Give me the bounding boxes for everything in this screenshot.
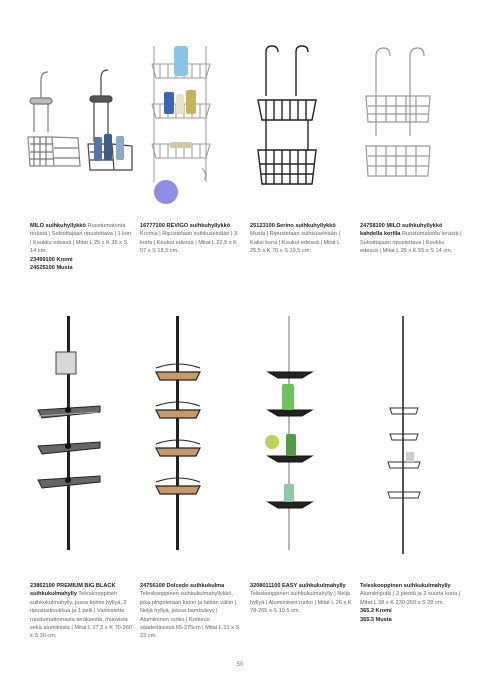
product-code: 365.3 Musta: [360, 616, 392, 623]
product-image-telescopic-corner: [387, 316, 421, 554]
product-text: Teleskooppinen suihkukulmahylly, jossa k…: [30, 591, 132, 640]
product-text: Ruostumatonta terästä | Sekoittajaan rip…: [360, 231, 462, 255]
product-code: 365.2 Kromi: [360, 608, 392, 615]
product-code: 24525100 Musta: [30, 265, 73, 272]
product-title: Teleskooppinen suihkukulmahylly: [360, 583, 451, 589]
product-description: 25123100 Serino suihkuhyllykkö Musta | R…: [250, 222, 352, 256]
product-text: Teleskooppinen suihkukulmahylly | Neljä …: [250, 591, 352, 615]
product-title: MILO suihkuhyllykkö: [30, 223, 86, 229]
product-image-easy: [265, 316, 314, 550]
product-title: 25123100 Serino suihkuhyllykkö: [250, 223, 336, 229]
product-text: Teleskooppinen suihkukulmahyllykkö, joka…: [140, 591, 240, 640]
product-image-dolcedo: [155, 316, 201, 550]
product-text: Ruostumatonta terästä | Sekoittajaan rip…: [30, 223, 132, 255]
product-image-revigo: [151, 46, 211, 204]
page-number: 50: [236, 662, 244, 668]
product-title: 16777100 REVIGO suihkuhyllykkö: [140, 223, 231, 229]
product-text: Musta | Ripustetaan suihkuseinään | Kaks…: [250, 231, 341, 255]
product-description: 23862100 PREMIUM BIG BLACK suihkukulmahy…: [30, 582, 132, 641]
product-image-serino: [257, 45, 317, 185]
product-description: Teleskooppinen suihkukulmahylly Alumiini…: [360, 582, 462, 624]
product-title: 24758100 MILO suihkuhyllykkö kahdella ko…: [360, 223, 443, 238]
product-title: 3208011100 EASY suihkukulmahylly: [250, 583, 346, 589]
product-description: 24758100 MILO suihkuhyllykkö kahdella ko…: [360, 222, 462, 256]
product-image-premium-big-black: [37, 316, 101, 550]
product-text: Kromia | Ripustetaan suihkuseinään | 3 k…: [140, 231, 238, 255]
product-description: 3208011100 EASY suihkukulmahylly Telesko…: [250, 582, 352, 616]
product-image-milo-double: [365, 47, 431, 177]
product-title: 23862100 PREMIUM BIG BLACK suihkukulmahy…: [30, 583, 116, 598]
product-image-milo-single: [27, 69, 133, 171]
product-title: 24756100 Dolcedo suihkukulma: [140, 583, 225, 589]
product-description: 24756100 Dolcedo suihkukulma Teleskooppi…: [140, 582, 242, 641]
product-description: 16777100 REVIGO suihkuhyllykkö Kromia | …: [140, 222, 242, 256]
product-code: 23499100 Kromi: [30, 256, 73, 263]
product-text: Alumiiniputki | 2 pientä ja 2 suurta kor…: [360, 591, 461, 606]
product-description: MILO suihkuhyllykkö Ruostumatonta teräst…: [30, 222, 132, 272]
